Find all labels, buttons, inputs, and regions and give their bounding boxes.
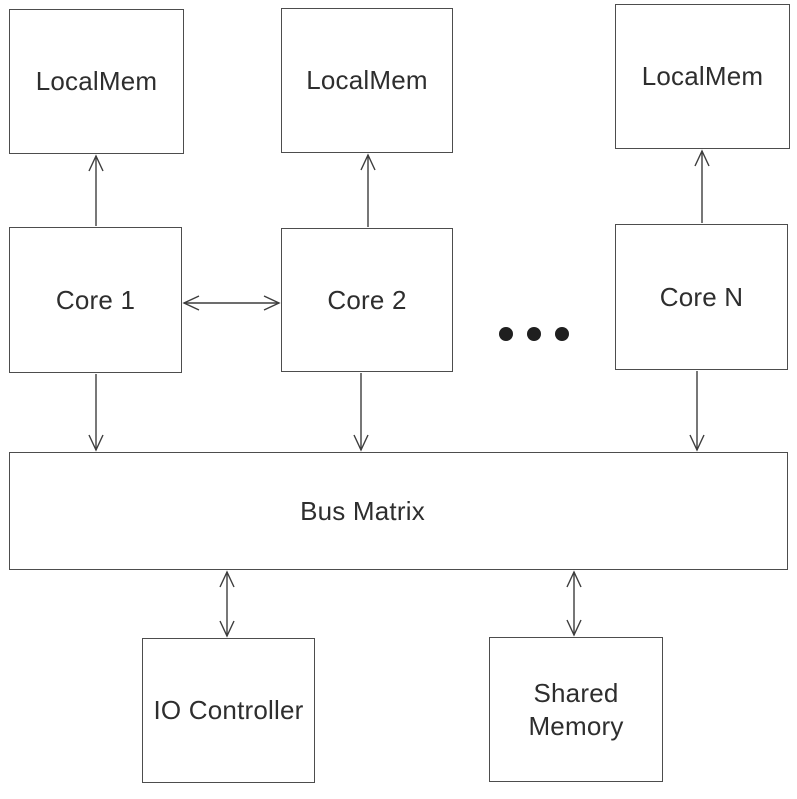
node-localmem-1: LocalMem xyxy=(9,9,184,154)
node-core-n-label: Core N xyxy=(659,281,744,312)
ellipsis-dots xyxy=(499,327,569,341)
node-shared-memory-label: Shared Memory xyxy=(528,678,624,741)
node-core-2: Core 2 xyxy=(281,228,453,372)
node-io-controller-label: IO Controller xyxy=(153,695,304,726)
ellipsis-dot-2 xyxy=(527,327,541,341)
node-localmem-1-label: LocalMem xyxy=(35,66,158,97)
node-localmem-3-label: LocalMem xyxy=(641,61,764,92)
node-bus-matrix: Bus Matrix xyxy=(9,452,788,570)
node-core-2-label: Core 2 xyxy=(327,284,407,315)
node-core-n: Core N xyxy=(615,224,788,370)
node-core-1: Core 1 xyxy=(9,227,182,373)
ellipsis-dot-3 xyxy=(555,327,569,341)
node-localmem-3: LocalMem xyxy=(615,4,790,149)
node-localmem-2-label: LocalMem xyxy=(306,65,428,96)
ellipsis-dot-1 xyxy=(499,327,513,341)
node-shared-memory: Shared Memory xyxy=(489,637,663,782)
node-core-1-label: Core 1 xyxy=(55,284,136,315)
node-localmem-2: LocalMem xyxy=(281,8,453,153)
node-bus-matrix-label: Bus Matrix xyxy=(300,495,425,526)
node-io-controller: IO Controller xyxy=(142,638,315,783)
